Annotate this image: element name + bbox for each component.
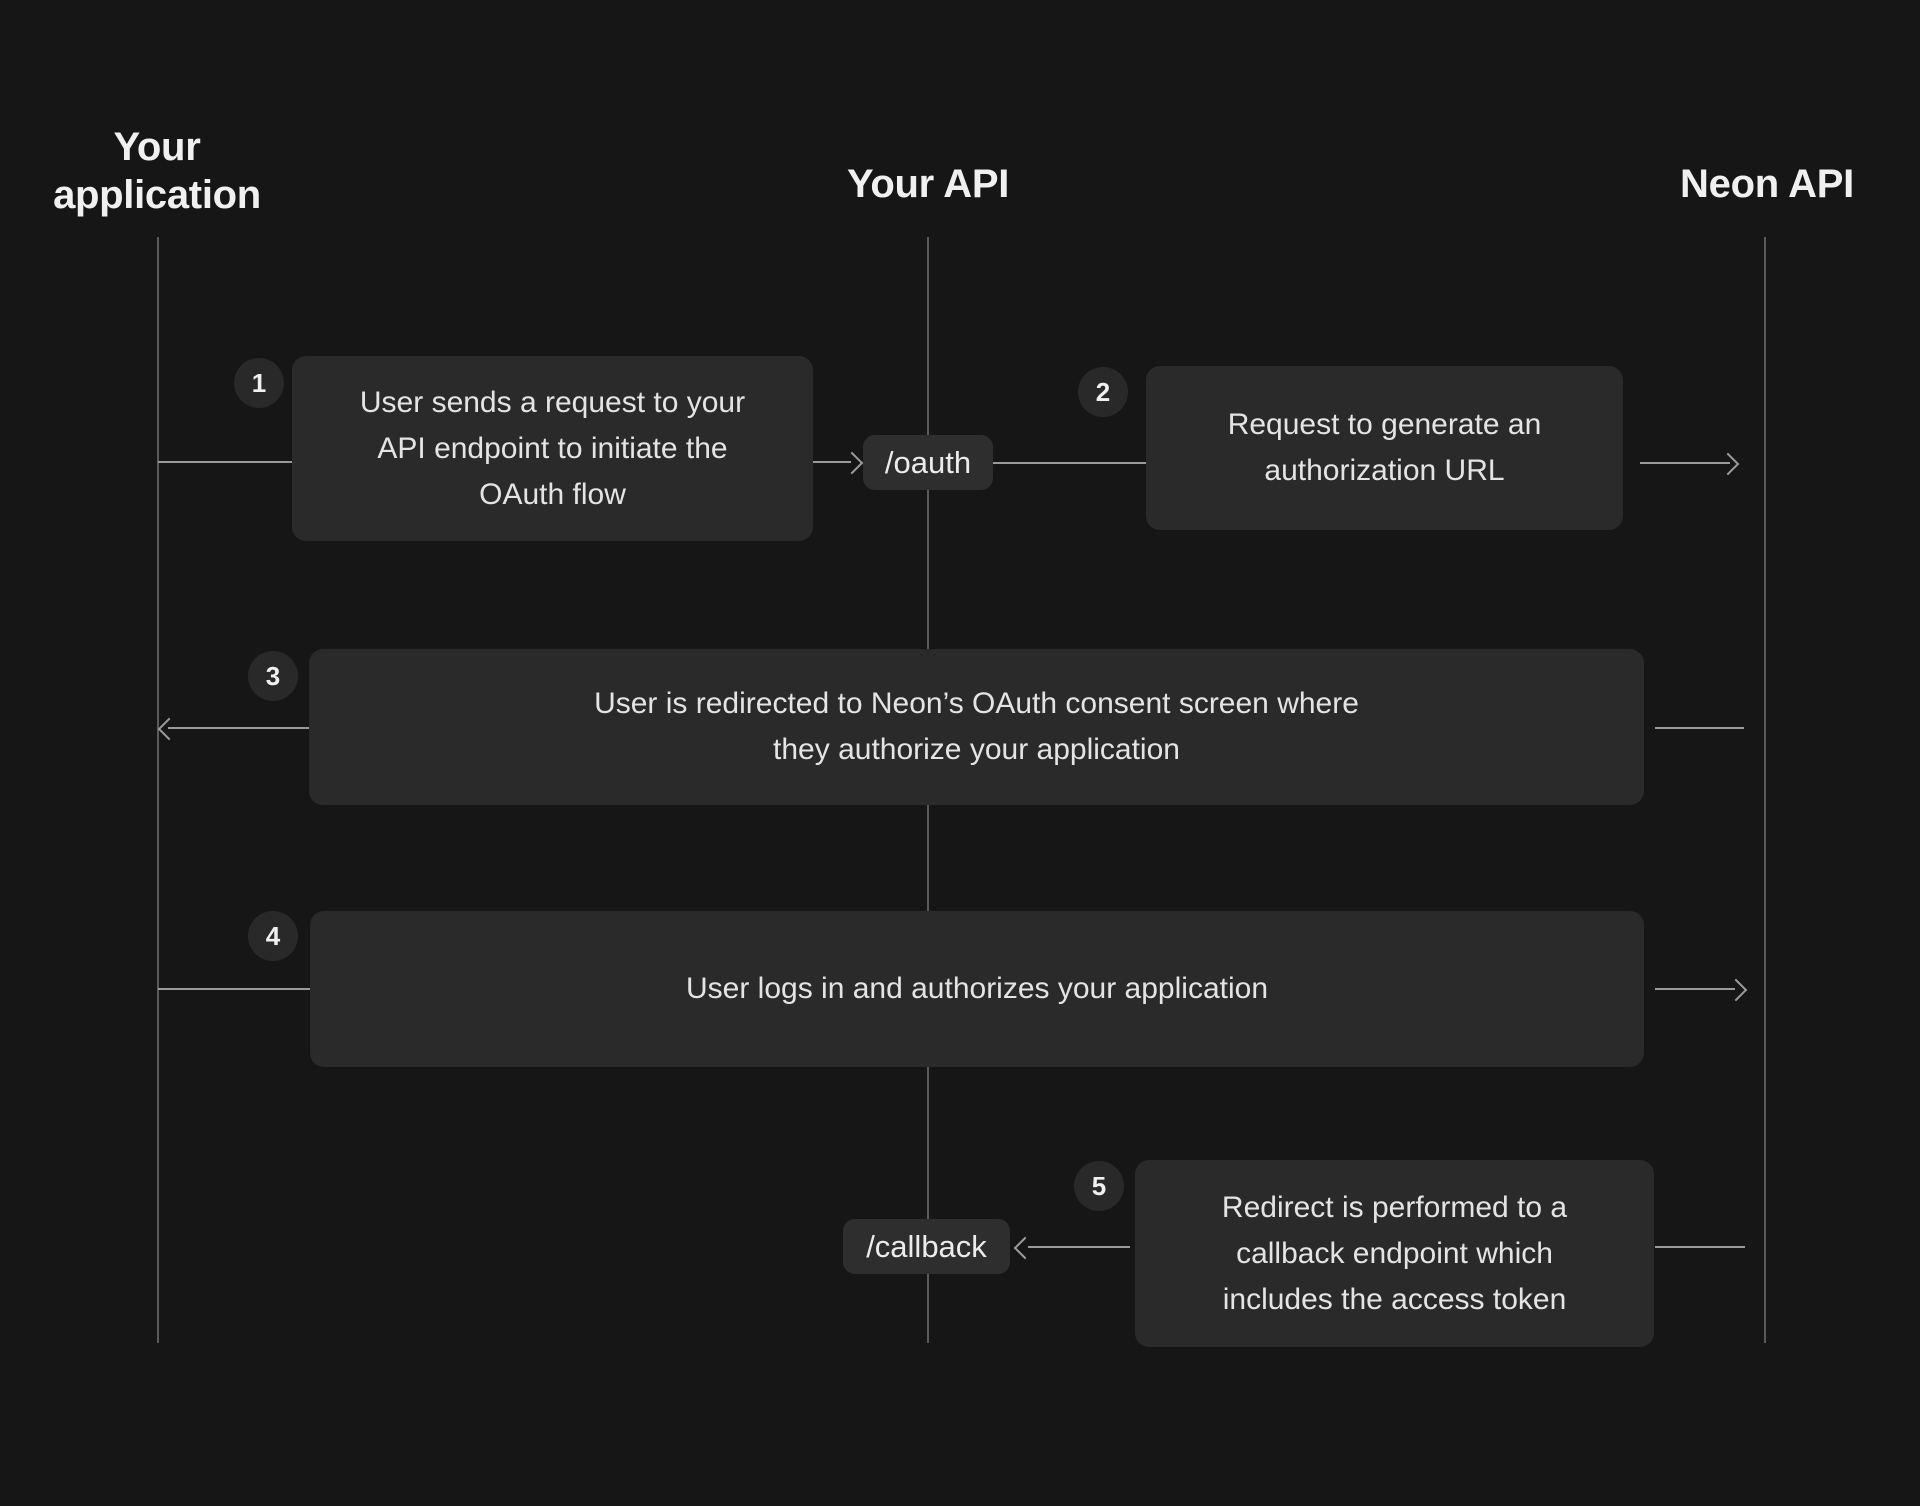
step-text-line: callback endpoint which [1236,1236,1553,1270]
actor-label-your-api: Your API [778,160,1078,208]
flow-line-step5-right [1655,1246,1745,1248]
flow-line-step1-left [158,461,292,463]
flow-line-step4-left [158,988,310,990]
step-text-line: includes the access token [1222,1282,1567,1316]
step-box-2: Request to generate an authorization URL [1146,366,1623,530]
endpoint-pill-oauth: /oauth [863,435,993,490]
step-box-1: User sends a request to your API endpoin… [292,356,813,541]
lifeline-your-application [157,237,159,1343]
step-badge-4: 4 [248,911,298,961]
step-badge-1: 1 [234,358,284,408]
actor-label-neon-api: Neon API [1617,160,1917,208]
step-box-4: User logs in and authorizes your applica… [310,911,1644,1067]
arrowhead-right-icon [840,451,864,475]
step-text-line: Redirect is performed to a [1221,1190,1568,1224]
step-box-3: User is redirected to Neon’s OAuth conse… [309,649,1644,805]
flow-line-step3-right [1655,727,1744,729]
lifeline-neon-api [1764,237,1766,1343]
step-text-line: User is redirected to Neon’s OAuth conse… [594,687,1359,720]
flow-line-step3-left [168,727,309,729]
step-text-line: authorization URL [1264,454,1505,487]
step-text-line: User logs in and authorizes your applica… [686,972,1268,1005]
actor-label-your-application: Your application [7,123,307,219]
step-box-5: Redirect is performed to a callback endp… [1135,1160,1654,1347]
step-badge-2: 2 [1078,367,1128,417]
actor-label-line: Your [113,125,201,169]
arrowhead-left-icon [1013,1236,1037,1260]
step-badge-3: 3 [248,651,298,701]
flow-line-step1-right [813,461,851,463]
flow-line-step4-right [1655,988,1735,990]
step-badge-5: 5 [1074,1161,1124,1211]
actor-label-line: Neon API [1680,162,1854,206]
arrowhead-right-icon [1724,978,1748,1002]
step-text-line: API endpoint to initiate the [377,431,728,465]
step-text-line: they authorize your application [773,733,1180,766]
arrowhead-left-icon [157,717,181,741]
flow-line-step2-left [993,462,1146,464]
step-text-line: User sends a request to your [359,385,746,419]
step-text-line: Request to generate an [1227,408,1542,441]
step-text-line: OAuth flow [479,477,626,511]
flow-line-step2-right [1640,462,1730,464]
actor-label-line: application [53,173,261,217]
arrowhead-right-icon [1716,452,1740,476]
flow-line-step5-left [1028,1246,1130,1248]
actor-label-line: Your API [846,162,1010,206]
endpoint-pill-callback: /callback [843,1219,1010,1274]
